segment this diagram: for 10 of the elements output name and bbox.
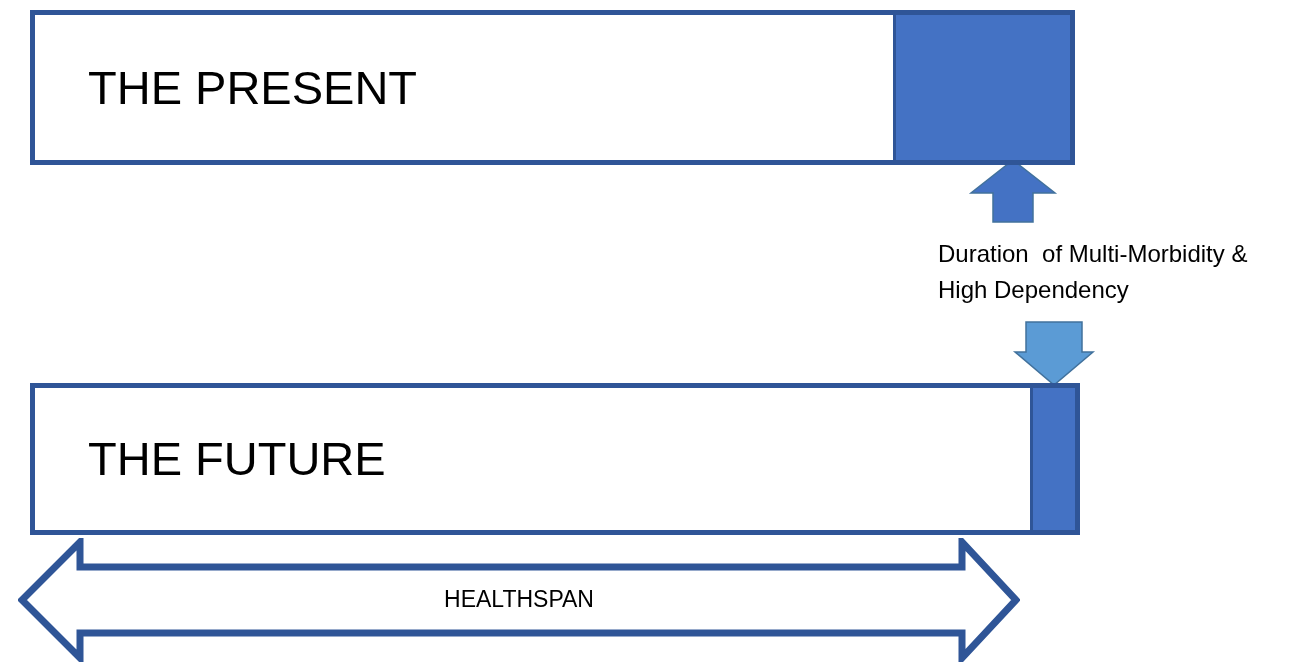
timeline-bar	[30, 10, 1075, 165]
double-arrow-shape	[18, 538, 1020, 662]
duration-label: Duration of Multi-Morbidity & High Dependency	[938, 239, 1249, 305]
bar-segment	[1030, 388, 1075, 530]
bar-title: THE FUTURE	[88, 435, 386, 482]
timeline-bar	[30, 383, 1080, 535]
arrow-label: HEALTHSPAN	[443, 588, 595, 611]
bar-segment	[893, 15, 1070, 160]
block-arrow	[1012, 321, 1096, 386]
bar-title: THE PRESENT	[88, 63, 418, 111]
